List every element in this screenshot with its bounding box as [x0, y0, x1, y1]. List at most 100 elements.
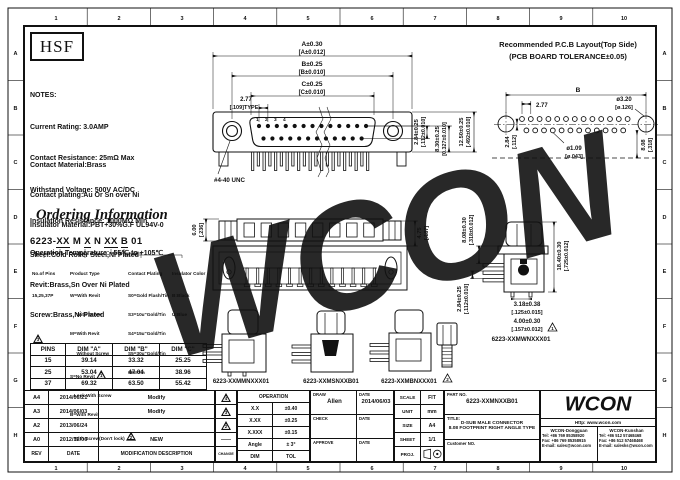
variant-2-label: 6223-XXMSNXXB01 [303, 379, 359, 385]
pin-number-4: 4 [283, 117, 286, 123]
side-dim-400: 4.00±0.30 [514, 319, 541, 325]
rev-date: 2013/06/24 [49, 419, 99, 433]
pin-number-1: 1 [256, 117, 259, 123]
change-mark-dash: —— [216, 433, 236, 447]
svg-text:E: E [663, 269, 667, 275]
code-color: B [120, 236, 129, 248]
drawing-title-2: 8.08 FOOTPRINT RIGHT ANGLE TYPE [448, 426, 536, 431]
dim-header: DIM [238, 451, 273, 463]
code-plating: XX [104, 236, 118, 248]
ordering-pins-col: No.of Pins 15,25,37P [32, 258, 55, 306]
svg-text:D: D [14, 215, 18, 221]
revision-table: A4 2014/06/21 Modify A3 2014/06/03 Modif… [24, 390, 215, 462]
date-label: DATE [359, 440, 371, 445]
dim-a-inch: [A±0.012] [299, 50, 326, 56]
svg-text:5: 5 [306, 466, 309, 472]
side-dim-808-inch: [.318±0.012] [469, 215, 475, 246]
office-kunshan: WCON-Kunshan Tel: +86 512 57468468 Fax: … [598, 427, 655, 461]
rear-dim-600-inch: [.236] [199, 223, 205, 237]
svg-text:A: A [14, 51, 18, 57]
company-block: WCON Http: www.wcon.com WCON-Dongguan Te… [540, 390, 656, 462]
svg-text:F: F [14, 324, 18, 330]
draw-name: Allen [327, 399, 342, 405]
ordering-leaders [43, 249, 183, 258]
scale-value: FIT [421, 391, 443, 405]
check-label: CHECK [313, 416, 328, 421]
ordering-title: Ordering Information [36, 207, 168, 223]
svg-text:2: 2 [117, 466, 120, 472]
side-dim-808: 8.08±0.30 [462, 217, 468, 243]
svg-text:5: 5 [306, 16, 309, 22]
type-col-header: Product Type [70, 270, 100, 276]
variant-3-label: 6223-XXMBNXXX01 [381, 379, 437, 385]
material-line: Revit:Brass,Sn Over Ni Plated [30, 282, 130, 289]
company-website: Http: www.wcon.com [541, 418, 655, 427]
third-angle-projection-icon [423, 448, 441, 460]
office-fax: Fax: +86 769 85358915 [542, 438, 586, 443]
ordering-color-col: Insulator Color B:Black U:Blue [172, 270, 206, 318]
svg-text:G: G [662, 378, 666, 384]
rev-desc: Modify [99, 391, 214, 405]
pcb-dim-b: B [576, 87, 581, 94]
side-dim-284-inch: [.112±0.010] [464, 284, 470, 314]
pcb-title-2: (PCB BOARD TOLERANCE±0.05) [509, 52, 627, 61]
front-view: A±0.30 [A±0.012] B±0.25 [B±0.010] C±0.25… [212, 41, 477, 184]
svg-text:4: 4 [243, 466, 247, 472]
ordering-code: 6223-XX M X N XX B 01 [30, 236, 143, 248]
dim-c: C±0.25 [302, 81, 323, 88]
code-n: N [90, 236, 105, 247]
materials-block: Contact Material:Brass Contact plating:A… [30, 141, 164, 331]
pcb-layout-view: Recommended P.C.B Layout(Top Side) (PCB … [492, 40, 658, 160]
svg-text:F: F [663, 324, 667, 330]
tolerance-block: OPERATION X.X ±0.40 X.XX ±0.25 X.XXX ±0.… [237, 390, 310, 463]
svg-text:G: G [13, 378, 17, 384]
side-dim-284: 2.84±0.25 [457, 285, 463, 312]
part-block: PART NO. 6223-XXMNXXB01 TITLE: D-SUB MAL… [444, 390, 540, 462]
pin-number-3: 3 [274, 117, 277, 123]
svg-text:3: 3 [180, 466, 183, 472]
svg-text:1: 1 [54, 466, 57, 472]
code-m: M [69, 236, 85, 247]
svg-text:C: C [663, 160, 667, 166]
loose-screw [436, 322, 458, 346]
svg-text:4: 4 [243, 16, 247, 22]
signoff-block: DRAW Allen DATE 2014/06/03 CHECK DATE AP… [310, 390, 394, 463]
change-header: CHANGE [218, 452, 234, 456]
hsf-logo: HSF [30, 32, 84, 61]
side-dim-1840: 18.40±0.30 [557, 242, 563, 271]
notes-title: NOTES: [30, 92, 57, 99]
svg-text:9: 9 [559, 466, 562, 472]
svg-text:B: B [663, 106, 667, 112]
side-dim-1840-inch: [.725±0.012] [564, 241, 570, 272]
rear-dim-475: 4.75 [417, 227, 423, 239]
scale-block: SCALE FIT UNIT mm SIZE A4 SHEET 1/1 PROJ… [394, 390, 444, 462]
color-col-header: Insulator Color [172, 270, 206, 276]
revision-triangle-icon: 4 [221, 393, 231, 402]
svg-text:10: 10 [621, 466, 627, 472]
rev-header-rev: REV [25, 447, 49, 461]
date-label: DATE [359, 392, 371, 397]
revision-triangle-icon: 3 [221, 407, 231, 416]
title-label: TITLE: [447, 416, 461, 421]
svg-text:H: H [14, 433, 18, 439]
rev-header-date: DATE [49, 447, 99, 461]
sheet-value: 1/1 [421, 433, 443, 447]
pcb-hole-big-inch: [ø.126] [615, 105, 633, 111]
dim-pitch-inch: [.109]TYPE [230, 105, 259, 111]
material-line: Sheel:Cold Roller Steel,Ni Plated [30, 252, 139, 259]
rear-dim-600: 6.00 [192, 224, 198, 235]
pcb-hole-big: ø3.20 [616, 97, 632, 103]
svg-text:3: 3 [180, 16, 183, 22]
material-line: Screw:Brass,Ni Plated [30, 312, 105, 319]
note-line: Contact Resistance: 25mΩ Max [30, 155, 135, 162]
revision-triangle-icon [547, 322, 558, 332]
draw-date: 2014/06/03 [361, 399, 391, 405]
dim-table-mark: 3 [33, 329, 43, 347]
rev-desc: NEW [99, 433, 214, 447]
revision-triangle-icon [442, 373, 453, 383]
rev-desc [99, 419, 214, 433]
side-tri-num: 1 [551, 326, 554, 331]
